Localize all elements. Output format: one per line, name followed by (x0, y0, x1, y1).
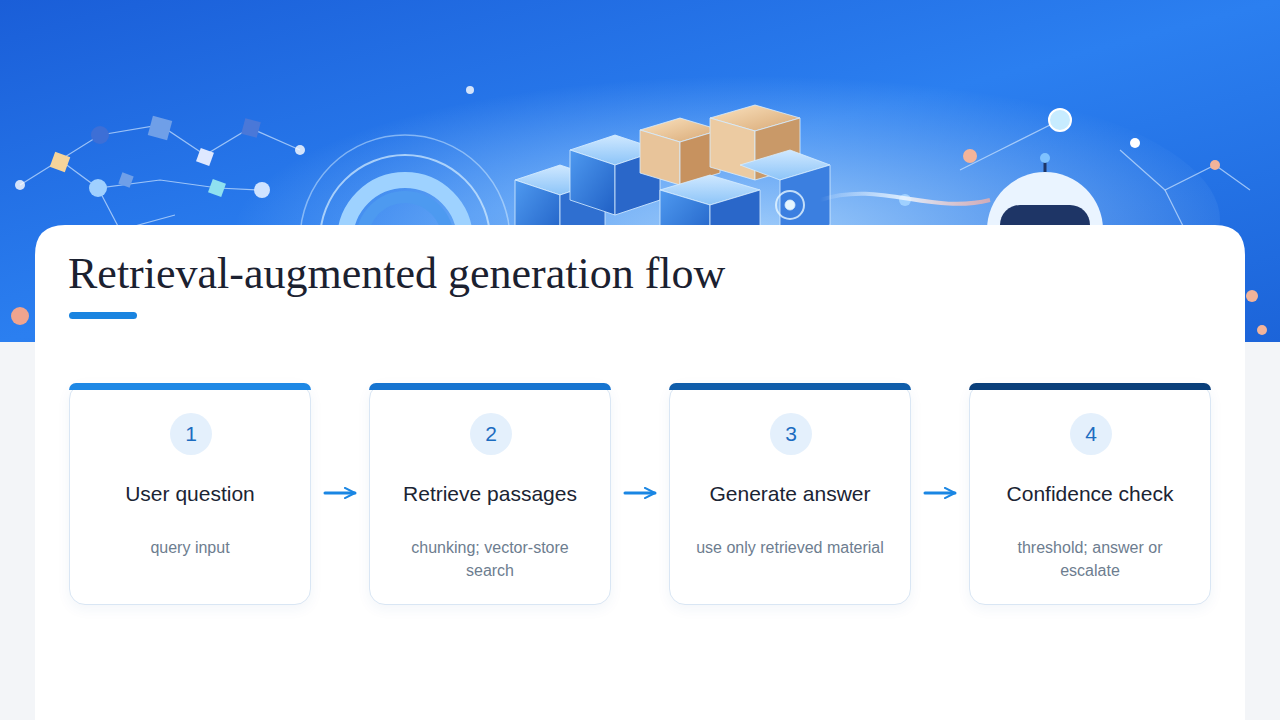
flow-arrow (325, 492, 355, 495)
box-accent-bar (69, 383, 311, 390)
box-accent-bar (669, 383, 911, 390)
flow-arrow (625, 492, 655, 495)
callout-number: 2 (470, 422, 512, 446)
circle-fill (470, 413, 512, 455)
circle-fill (1070, 413, 1112, 455)
step-description: query input (94, 536, 286, 559)
step-number-circle: 4 (1070, 413, 1112, 455)
step-description: use only retrieved material (694, 536, 886, 559)
content-card (35, 225, 1245, 720)
step-number-circle: 3 (770, 413, 812, 455)
circle-fill (770, 413, 812, 455)
ring-sculpture (300, 135, 510, 240)
process-box: Generate answer use only retrieved materi… (669, 383, 911, 605)
step-heading: Generate answer (676, 482, 904, 506)
callout-number: 1 (170, 422, 212, 446)
callout-number: 4 (1070, 422, 1112, 446)
step-number-circle: 2 (470, 413, 512, 455)
diagram-title: Retrieval-augmented generation flow (68, 248, 1168, 299)
step-description: threshold; answer or escalate (994, 536, 1186, 582)
step-number-circle: 1 (170, 413, 212, 455)
step-heading: Retrieve passages (376, 482, 604, 506)
circle-fill (170, 413, 212, 455)
box-accent-bar (969, 383, 1211, 390)
step-description: chunking; vector-store search (394, 536, 586, 582)
box-accent-bar (369, 383, 611, 390)
process-box: Retrieve passages chunking; vector-store … (369, 383, 611, 605)
process-box: User question query input 1 (69, 383, 311, 605)
process-box: Confidence check threshold; answer or esc… (969, 383, 1211, 605)
callout-number: 3 (770, 422, 812, 446)
step-heading: User question (76, 482, 304, 506)
flow-arrow (925, 492, 955, 495)
light-stream (820, 194, 990, 204)
title-underline (69, 312, 137, 319)
step-heading: Confidence check (976, 482, 1204, 506)
small-cubes (50, 116, 261, 197)
